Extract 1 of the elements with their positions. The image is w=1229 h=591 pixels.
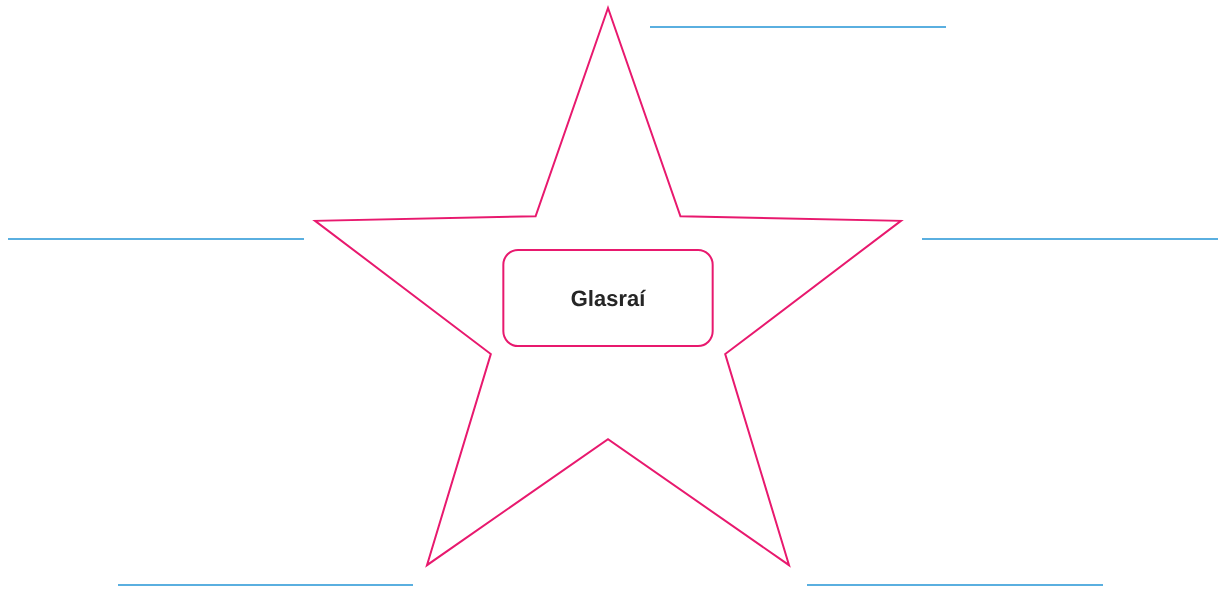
label-box: Glasraí (502, 249, 714, 347)
